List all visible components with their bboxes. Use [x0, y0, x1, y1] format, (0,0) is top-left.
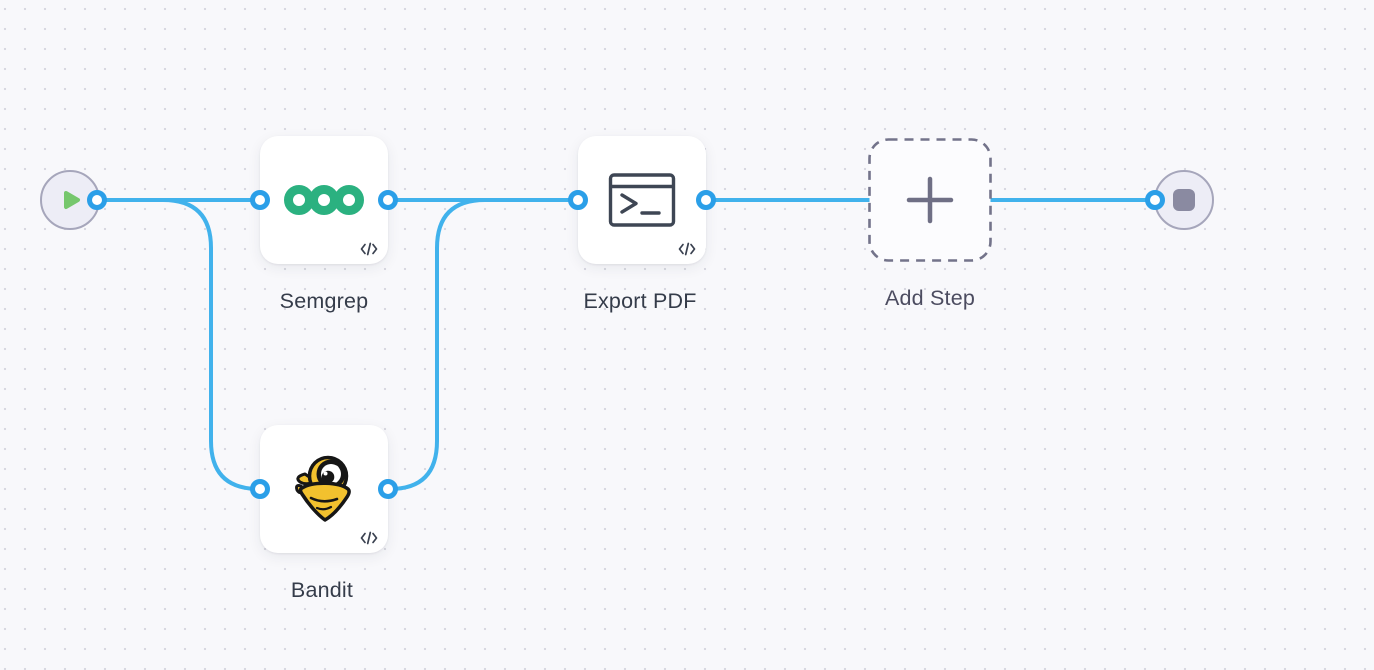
node-add-step[interactable] — [868, 138, 992, 262]
connector-bandit-in[interactable] — [250, 479, 270, 499]
connector-semgrep-in[interactable] — [250, 190, 270, 210]
connector-bandit-out[interactable] — [378, 479, 398, 499]
code-icon — [678, 242, 696, 256]
node-export-pdf[interactable] — [578, 136, 706, 264]
node-bandit[interactable] — [260, 425, 388, 553]
node-semgrep[interactable] — [260, 136, 388, 264]
semgrep-logo — [284, 185, 364, 215]
node-bandit-label: Bandit — [290, 578, 354, 602]
connector-end-in[interactable] — [1145, 190, 1165, 210]
dashed-border — [868, 138, 992, 262]
stop-icon — [1173, 189, 1195, 211]
plus-icon — [906, 176, 954, 224]
code-icon — [360, 531, 378, 545]
node-add-step-label: Add Step — [884, 286, 976, 310]
play-icon — [64, 191, 80, 209]
connector-start-out[interactable] — [87, 190, 107, 210]
edge-bandit-exportpdf[interactable] — [388, 198, 578, 491]
connector-semgrep-out[interactable] — [378, 190, 398, 210]
connector-export-pdf-out[interactable] — [696, 190, 716, 210]
node-export-pdf-label: Export PDF — [583, 289, 697, 313]
node-semgrep-label: Semgrep — [279, 289, 369, 313]
edge-start-bandit[interactable] — [97, 198, 260, 491]
code-icon — [360, 242, 378, 256]
bandit-logo — [295, 455, 351, 522]
connector-export-pdf-in[interactable] — [568, 190, 588, 210]
terminal-icon — [608, 173, 676, 227]
